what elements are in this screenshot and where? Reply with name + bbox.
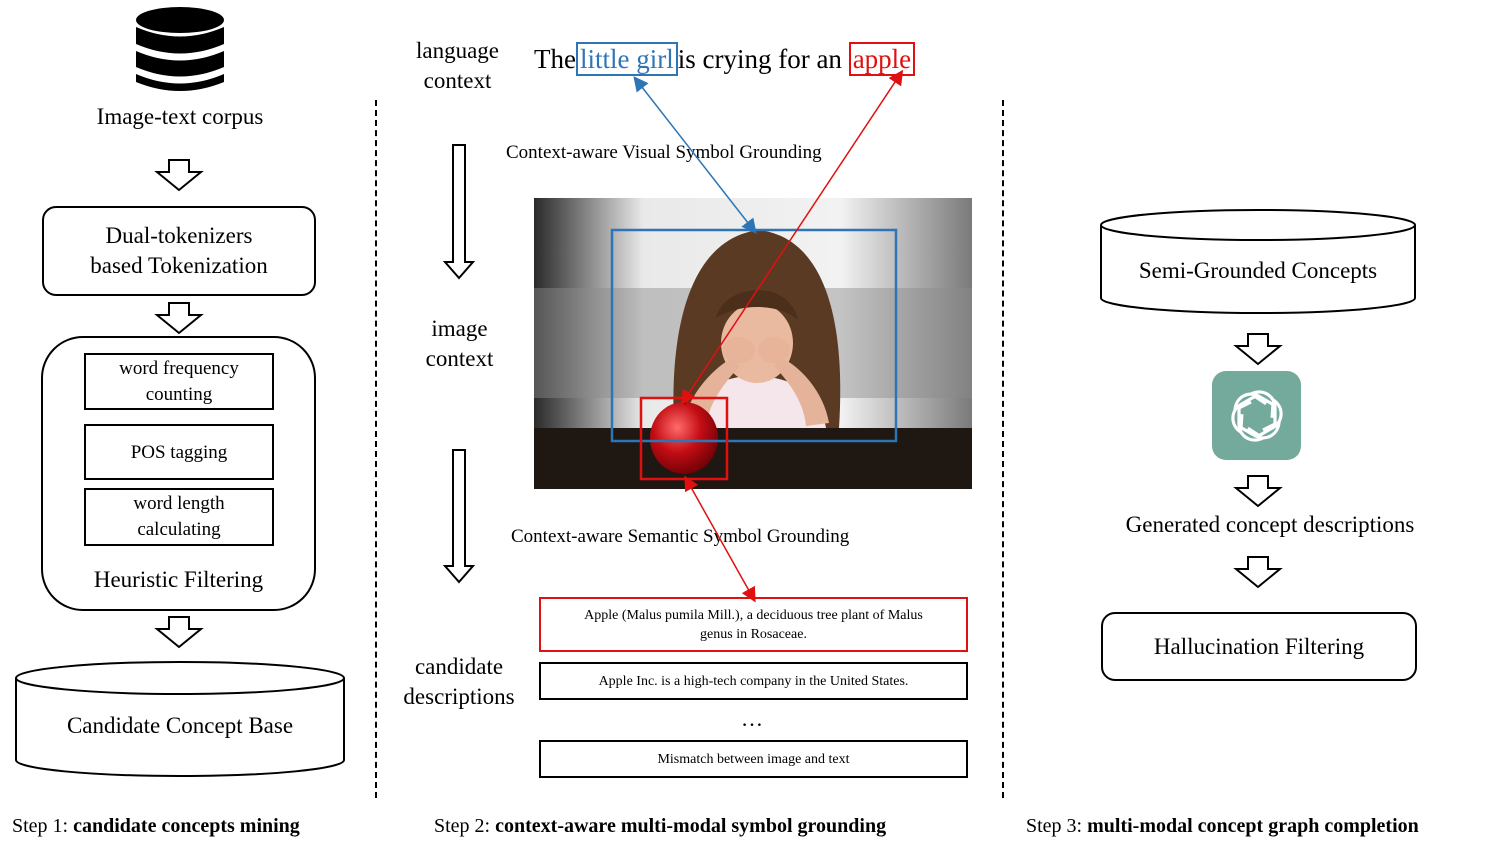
candidate-descriptions-line-1: candidate [414,654,504,679]
description-apple-fruit: Apple (Malus pumila Mill.), a deciduous … [539,597,968,652]
visual-grounding-arrow-red [680,69,904,406]
pos-tagging-box: POS tagging [84,424,274,480]
description-1-line-2: genus in Rosaceae. [700,626,807,642]
sentence-part-2: is crying for an [677,44,842,74]
description-apple-inc: Apple Inc. is a high-tech company in the… [539,662,968,700]
ellipsis: … [741,706,763,731]
tokenization-line-2: based Tokenization [90,253,268,278]
language-context-line-2: context [423,68,492,93]
image-context-line-1: image [431,316,488,341]
description-1-line-1: Apple (Malus pumila Mill.), a deciduous … [584,607,923,623]
generated-descriptions-label: Generated concept descriptions [1125,512,1415,537]
word-frequency-line-1: word frequency [119,357,239,379]
heuristic-filtering-title: Heuristic Filtering [93,567,264,592]
semi-grounded-label: Semi-Grounded Concepts [1138,258,1378,283]
word-frequency-line-2: counting [145,383,213,405]
candidate-descriptions-label: candidate descriptions [394,652,524,712]
highlight-apple: apple [848,42,916,76]
word-frequency-box: word frequency counting [84,353,274,410]
separator-1 [375,100,377,798]
step3-caption-prefix: Step 3: [1026,815,1088,837]
step1-caption: Step 1: candidate concepts mining [12,815,300,838]
word-length-line-2: calculating [137,519,221,540]
semantic-grounding-label: Context-aware Semantic Symbol Grounding [511,526,850,547]
word-length-box: word length calculating [84,488,274,546]
tokenization-line-1: Dual-tokenizers [105,223,253,248]
semantic-grounding-arrow [684,475,756,603]
step3-caption-title: multi-modal concept graph completion [1087,815,1419,837]
chatgpt-logo-icon [1212,371,1301,460]
description-2-text: Apple Inc. is a high-tech company in the… [598,673,909,689]
step2-caption: Step 2: context-aware multi-modal symbol… [434,815,886,838]
description-3-text: Mismatch between image and text [657,751,850,767]
step1-caption-prefix: Step 1: [12,815,74,837]
candidate-descriptions-line-2: descriptions [403,684,515,709]
candidate-base-label: Candidate Concept Base [66,713,294,738]
step1-caption-title: candidate concepts mining [73,815,300,837]
word-length-line-1: word length [133,493,225,514]
hallucination-filtering-box: Hallucination Filtering [1101,612,1417,681]
down-arrow-icon [442,449,476,584]
corpus-label: Image-text corpus [96,104,264,129]
description-mismatch: Mismatch between image and text [539,740,968,778]
sentence-part-1: The [534,44,576,74]
language-context-label: language context [400,36,515,96]
step2-caption-prefix: Step 2: [434,815,496,837]
language-context-line-1: language [415,38,499,63]
image-context-label: image context [402,314,517,374]
highlight-little-girl: little girl [575,42,678,76]
down-arrow-icon [442,144,476,280]
image-context-line-2: context [425,346,494,371]
tokenization-box: Dual-tokenizers based Tokenization [42,206,316,296]
pos-tagging-label: POS tagging [130,441,228,463]
separator-2 [1002,100,1004,798]
hallucination-filtering-label: Hallucination Filtering [1153,633,1365,659]
step3-caption: Step 3: multi-modal concept graph comple… [1026,815,1419,838]
step2-caption-title: context-aware multi-modal symbol groundi… [495,815,887,837]
